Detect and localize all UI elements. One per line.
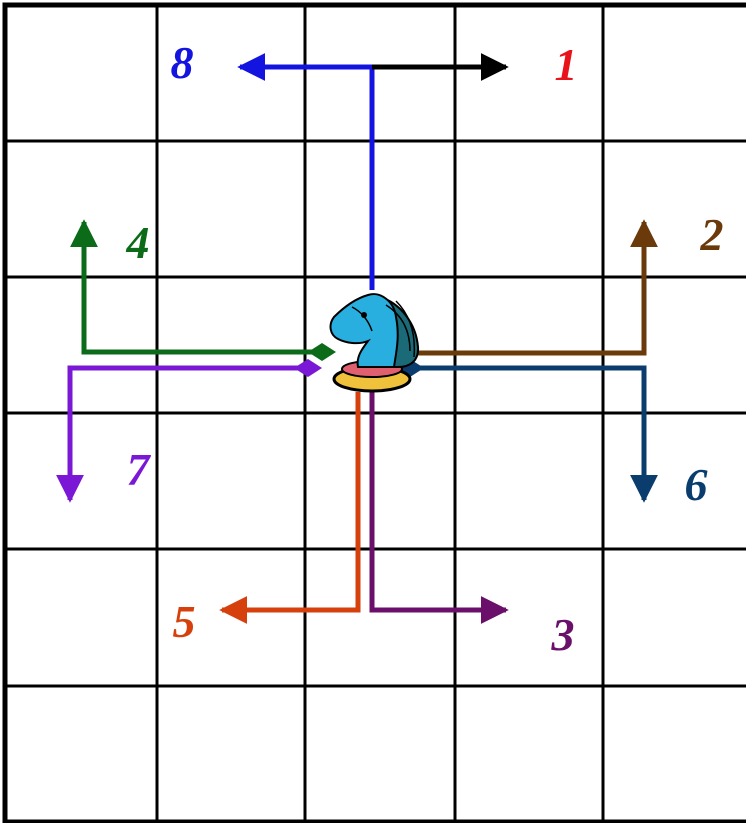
move-path-5 [219, 392, 361, 624]
move-label-3: 3 [551, 609, 575, 660]
move-label-1: 1 [555, 39, 578, 90]
knight-head [329, 293, 399, 368]
knight-icon [329, 293, 420, 393]
move-path-7-start [294, 359, 322, 377]
move-path-2 [408, 219, 658, 356]
knight-mane-strokes [351, 300, 416, 358]
move-path-4 [70, 219, 318, 355]
move-label-7: 7 [127, 444, 152, 495]
move-label-6: 6 [685, 459, 708, 510]
move-path-4-start [308, 343, 336, 361]
move-label-8: 8 [171, 37, 194, 88]
knight-eye [361, 312, 367, 318]
move-labels: 1 2 3 4 5 6 7 8 [126, 37, 724, 660]
move-label-5: 5 [173, 596, 196, 647]
move-path-7 [56, 365, 306, 503]
move-path-3 [369, 392, 509, 624]
move-path-6 [412, 365, 658, 503]
move-label-4: 4 [126, 217, 150, 268]
move-label-2: 2 [700, 209, 724, 260]
